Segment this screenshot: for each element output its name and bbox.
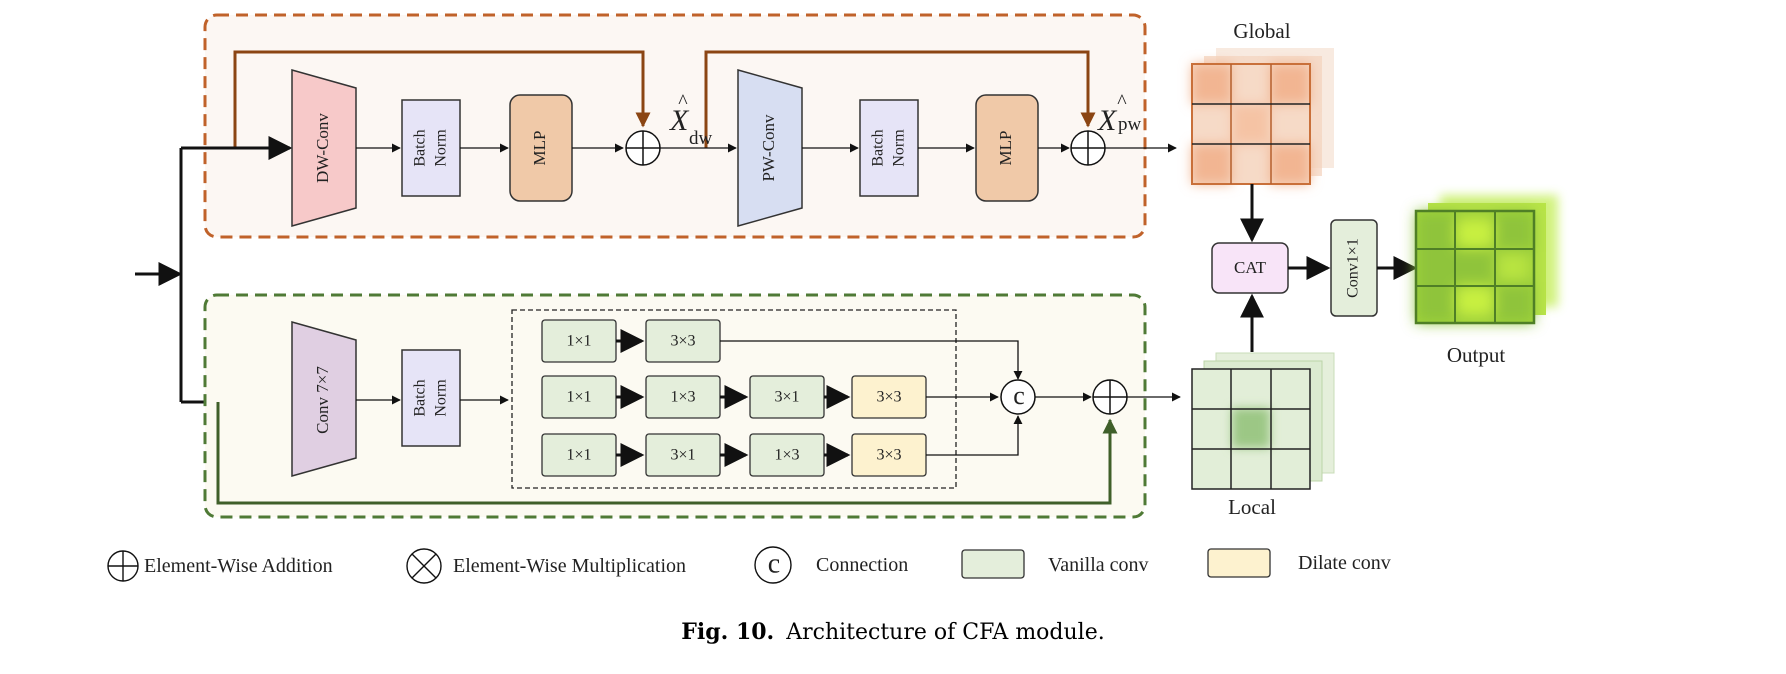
element-wise-addition-local: [1092, 379, 1128, 415]
batch-norm-block-local: [401, 349, 461, 447]
pw-conv-block: [737, 69, 803, 227]
pw-conv-label: PW-Conv: [759, 114, 778, 182]
conv1x1-label: Conv1×1: [1345, 238, 1362, 298]
local-label: Local: [1228, 495, 1276, 519]
row3-conv-3-label: 1×3: [774, 447, 799, 464]
dw-conv-label: DW-Conv: [313, 113, 332, 183]
output-label: Output: [1447, 343, 1506, 367]
row3-to-concat: [926, 415, 1023, 456]
conv7x7-label: Conv 7×7: [313, 366, 332, 434]
batch-norm-2-label-b: Norm: [891, 129, 908, 167]
output-feature-map: [1414, 195, 1558, 325]
batch-norm-block-2: [859, 99, 919, 197]
element-wise-addition-2: [1070, 130, 1106, 166]
x-pw-base: X: [1097, 104, 1118, 137]
row3-conv-2-label: 3×1: [670, 447, 695, 464]
multi-branch-conv-group: [511, 309, 957, 489]
legend-connection-icon: [754, 546, 792, 584]
row2-conv-4-label: 3×3: [876, 389, 901, 406]
caption-prefix: Fig. 10.: [681, 619, 774, 645]
legend-dilate-swatch: [1207, 548, 1271, 578]
legend-vanilla-label: Vanilla conv: [1048, 554, 1149, 576]
legend-connection-label: Connection: [816, 554, 908, 576]
global-skip-connection-1: [233, 50, 651, 148]
local-skip-connection: [216, 402, 1118, 505]
batch-norm-local-label-a: Batch: [412, 379, 429, 416]
local-feature-map: [1191, 352, 1335, 490]
dw-conv-block: [291, 69, 357, 227]
mlp-1-label: MLP: [530, 131, 549, 166]
element-wise-addition-1: [625, 130, 661, 166]
concatenation-symbol: c: [1013, 381, 1025, 410]
legend-multiplication-label: Element-Wise Multiplication: [453, 555, 686, 577]
row2-conv-1-label: 1×1: [566, 389, 591, 406]
x-dw-base: X: [669, 104, 690, 137]
batch-norm-block-1: [401, 99, 461, 197]
cat-label: CAT: [1234, 258, 1267, 277]
row2-conv-2-label: 1×3: [670, 389, 695, 406]
batch-norm-1-label-a: Batch: [412, 129, 429, 166]
batch-norm-local-label-b: Norm: [433, 379, 450, 417]
legend-dilate-label: Dilate conv: [1298, 552, 1391, 574]
figure-caption: Fig. 10. Architecture of CFA module.: [681, 619, 1104, 645]
conv7x7-block: [291, 321, 357, 477]
batch-norm-1-label-b: Norm: [433, 129, 450, 167]
x-pw-hat: ^: [1117, 91, 1127, 113]
row1-conv-2-label: 3×3: [670, 333, 695, 350]
caption-text: Architecture of CFA module.: [785, 620, 1105, 645]
x-pw-subscript: pw: [1118, 114, 1142, 135]
row2-conv-3-label: 3×1: [774, 389, 799, 406]
legend-addition-label: Element-Wise Addition: [144, 555, 333, 577]
legend-addition-icon: [107, 550, 139, 582]
row3-conv-4-label: 3×3: [876, 447, 901, 464]
legend-multiplication-icon: [406, 548, 442, 584]
row1-conv-1-label: 1×1: [566, 333, 591, 350]
global-feature-map: [1191, 48, 1334, 185]
legend-connection-symbol: c: [768, 548, 780, 579]
batch-norm-2-label-a: Batch: [870, 129, 887, 166]
global-skip-connection-2: [704, 50, 1096, 148]
row1-to-concat: [720, 340, 1023, 380]
legend-vanilla-swatch: [961, 549, 1025, 579]
mlp-2-label: MLP: [996, 131, 1015, 166]
row3-conv-1-label: 1×1: [566, 447, 591, 464]
x-dw-subscript: dw: [689, 128, 713, 149]
global-label: Global: [1233, 19, 1290, 43]
x-dw-hat: ^: [678, 91, 688, 113]
